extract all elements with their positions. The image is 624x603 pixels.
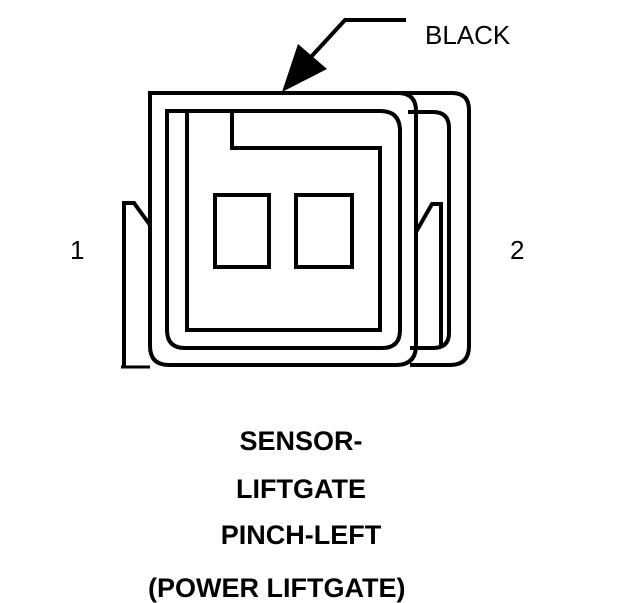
- connector-outer-shell: [148, 91, 418, 367]
- component-note: (POWER LIFTGATE): [148, 573, 406, 603]
- connector-inner-shell: [165, 109, 402, 350]
- component-title-line-2: LIFTGATE: [236, 474, 366, 504]
- pin-number-2: 2: [510, 235, 525, 265]
- component-title-line-1: SENSOR-: [239, 426, 363, 456]
- connector-cavity: [185, 111, 382, 332]
- terminal-cavity-1: [213, 193, 271, 269]
- pin-number-1: 1: [70, 235, 85, 265]
- callout-arrowhead: [282, 44, 327, 92]
- terminal-cavity-2: [294, 193, 354, 269]
- connector-rear-shell: [398, 91, 471, 367]
- wire-color-label: BLACK: [425, 20, 511, 50]
- component-title-line-3: PINCH-LEFT: [220, 520, 382, 550]
- callout-leader-line: [308, 18, 406, 60]
- callout-leader: [282, 18, 406, 92]
- left-latch: [121, 201, 152, 369]
- left-latch-outline: [122, 201, 152, 367]
- right-latch: [414, 202, 443, 348]
